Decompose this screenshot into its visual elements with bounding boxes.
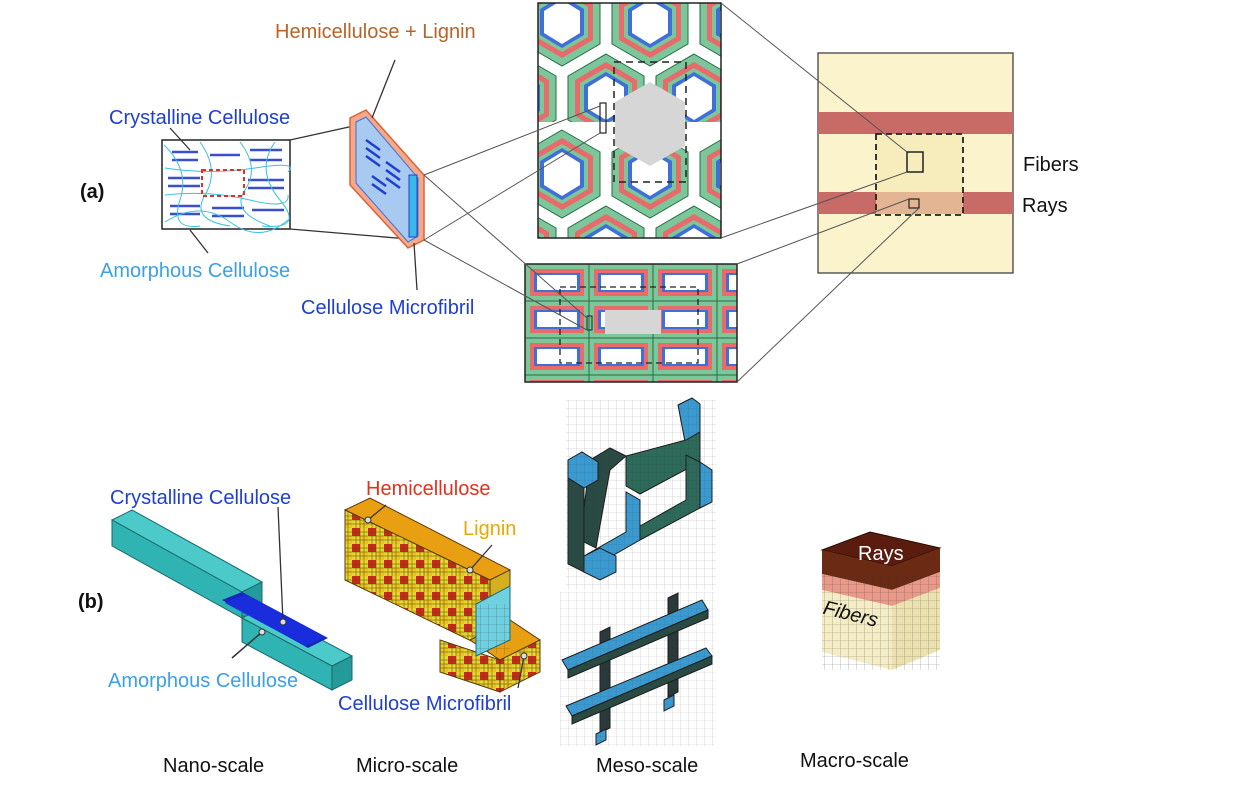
label-lignin-b: Lignin — [463, 518, 517, 540]
label-crystalline-cellulose-b: Crystalline Cellulose — [110, 487, 292, 509]
macro-cube — [820, 531, 942, 670]
panel-a-tag: (a) — [80, 181, 105, 203]
nano-cellulose-box — [161, 139, 291, 233]
label-crystalline-cellulose-a: Crystalline Cellulose — [109, 107, 291, 129]
microfibril-plate — [349, 109, 425, 249]
meso-hex-mesh — [566, 397, 716, 590]
label-cellulose-microfibril-b: Cellulose Microfibril — [338, 693, 512, 715]
label-hemicellulose-b: Hemicellulose — [366, 478, 491, 500]
label-cellulose-microfibril-a: Cellulose Microfibril — [301, 297, 475, 319]
rect-cell-panel — [524, 263, 738, 383]
label-rays-a: Rays — [1022, 195, 1068, 217]
hex-cell-panel — [537, 2, 722, 239]
micro-meso-leaders — [423, 105, 601, 331]
label-amorphous-cellulose-b: Amorphous Cellulose — [108, 670, 299, 692]
label-hemicellulose-lignin: Hemicellulose + Lignin — [275, 21, 476, 43]
nano-beam-3d — [110, 509, 354, 691]
micro-block-3d — [343, 497, 541, 693]
panel-b-tag: (b) — [78, 591, 104, 613]
scale-micro: Micro-scale — [356, 755, 459, 777]
label-rays-cube: Rays — [858, 543, 904, 565]
scale-nano: Nano-scale — [163, 755, 265, 777]
macro-panel — [817, 52, 1014, 274]
scale-macro: Macro-scale — [800, 750, 909, 772]
meso-rect-mesh — [560, 592, 714, 746]
label-fibers-a: Fibers — [1023, 154, 1079, 176]
label-amorphous-cellulose-a: Amorphous Cellulose — [100, 260, 291, 282]
scale-meso: Meso-scale — [596, 755, 699, 777]
meso-macro-leaders — [720, 2, 920, 383]
